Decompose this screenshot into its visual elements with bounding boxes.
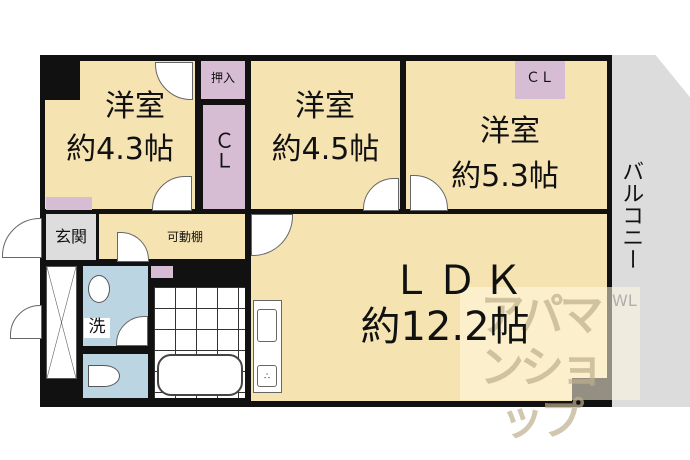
watermark-small: WL — [612, 291, 637, 310]
closet-1-label: ＣＬ — [211, 130, 235, 170]
western-room-1-size: 約4.3帖 — [66, 132, 174, 167]
washroom-label: 洗 — [84, 317, 110, 338]
kitchen-sink — [257, 309, 277, 342]
western-room-1-name: 洋室 — [105, 89, 165, 124]
balcony-label: バルコニー — [618, 160, 644, 270]
western-room-3-size: 約5.3帖 — [451, 159, 559, 194]
closet-1 — [203, 105, 245, 209]
watermark-text: アパマンショップ — [480, 290, 604, 445]
bathtub — [157, 354, 243, 396]
ldk-size: 約12.2帖 — [360, 304, 530, 350]
watermark — [460, 287, 640, 400]
storage — [46, 266, 77, 379]
movable-shelf — [151, 266, 173, 278]
wall-block — [40, 55, 80, 100]
entrance-door[interactable] — [2, 218, 42, 258]
genkan-label: 玄関 — [54, 227, 87, 246]
sink — [88, 275, 110, 303]
western-room-2-size: 約4.5帖 — [271, 132, 380, 167]
toilet — [88, 365, 120, 387]
ldk-name: ＬＤＫ — [391, 258, 529, 304]
stove-icon: ∴ — [257, 365, 277, 387]
closet-2-label: ＣＬ — [526, 70, 554, 86]
shelf-label: 可動棚 — [166, 230, 203, 244]
closet-2 — [515, 61, 565, 99]
western-room-2-name: 洋室 — [295, 89, 355, 124]
oshiire-label: 押入 — [210, 71, 235, 85]
genkan-shelf — [46, 197, 92, 210]
western-room-3 — [406, 61, 607, 209]
door[interactable] — [10, 305, 42, 339]
oshiire — [201, 61, 245, 99]
western-room-3-name: 洋室 — [480, 114, 540, 149]
genkan — [46, 214, 96, 260]
